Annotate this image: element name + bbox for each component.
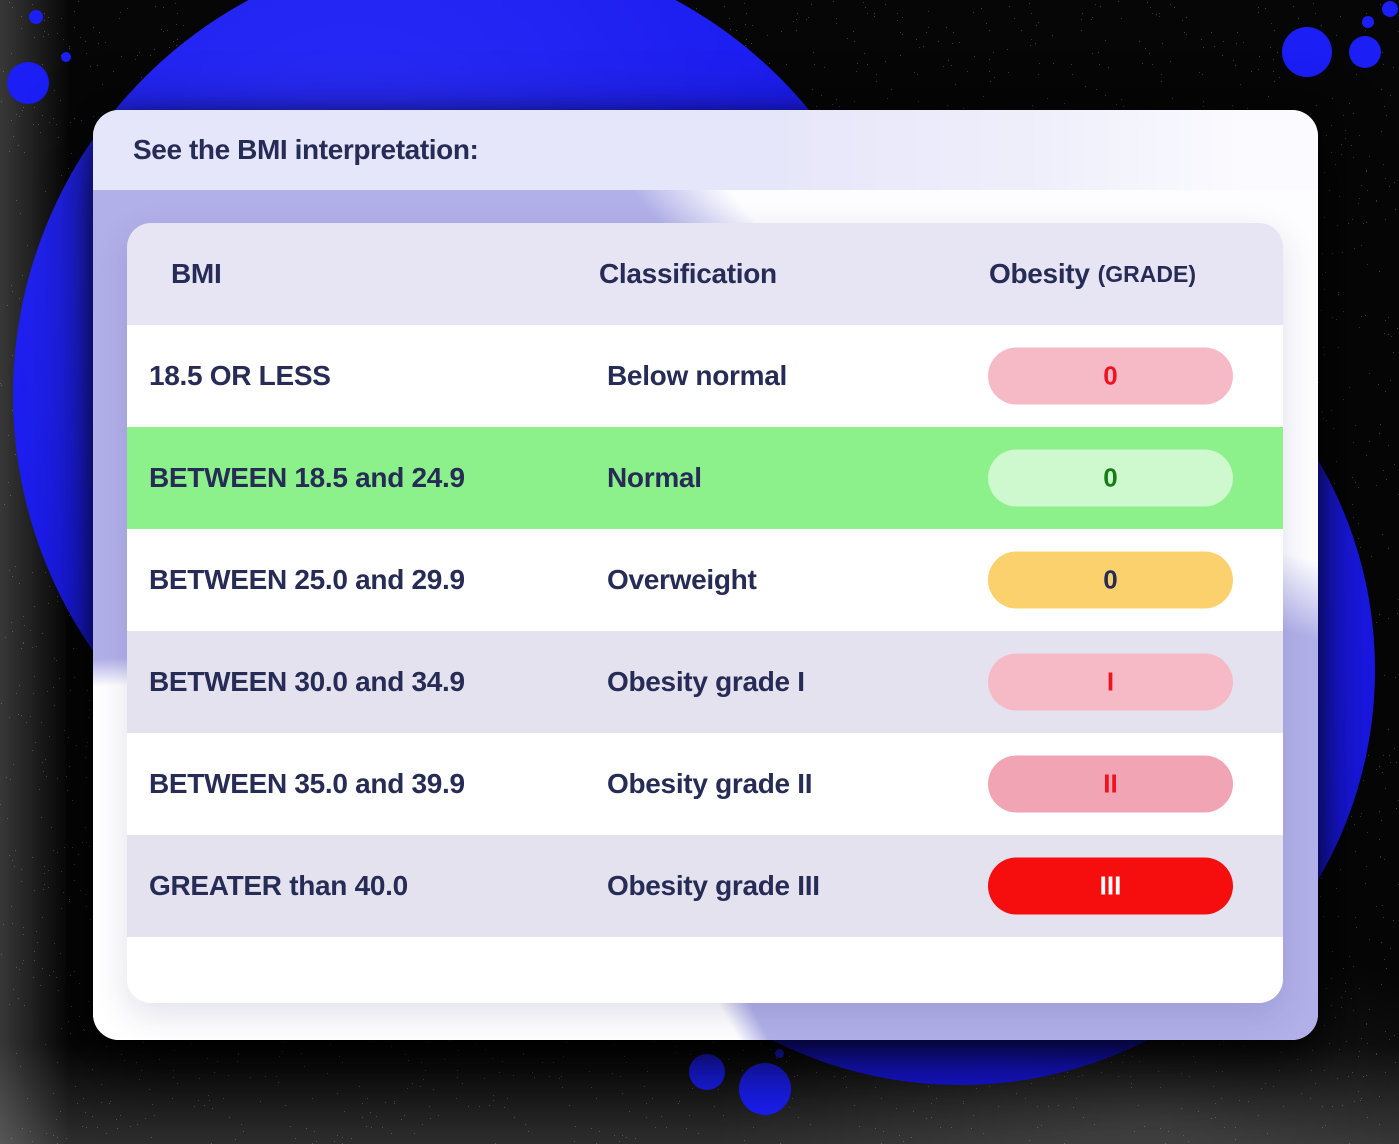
classification: Normal — [607, 462, 702, 493]
bmi-interpretation-card: See the BMI interpretation: BMI Classifi… — [93, 110, 1318, 1040]
bmi-range: BETWEEN 25.0 and 29.9 — [149, 564, 465, 595]
decorative-dot — [29, 10, 43, 24]
grade-badge: 0 — [988, 449, 1233, 507]
bmi-range: BETWEEN 30.0 and 34.9 — [149, 666, 465, 697]
classification: Obesity grade II — [607, 768, 813, 799]
table-header-row: BMI Classification Obesity (GRADE) — [127, 223, 1283, 325]
grade-badge: 0 — [988, 347, 1233, 405]
grade-suffix-label: (GRADE) — [1097, 260, 1196, 287]
decorative-dot — [739, 1063, 791, 1115]
card-title-band: See the BMI interpretation: — [93, 110, 1318, 190]
bmi-table: BMI Classification Obesity (GRADE) 18.5 … — [127, 223, 1283, 1003]
column-header-bmi: BMI — [171, 258, 222, 289]
bmi-range: GREATER than 40.0 — [149, 870, 408, 901]
decorative-dot — [689, 1054, 725, 1090]
table-row: BETWEEN 35.0 and 39.9 Obesity grade II II — [127, 733, 1283, 835]
table-footer-row — [127, 937, 1283, 1003]
decorative-dot — [1382, 1, 1398, 17]
bmi-range: 18.5 OR LESS — [149, 360, 331, 391]
table-row: GREATER than 40.0 Obesity grade III III — [127, 835, 1283, 937]
grade-badge: III — [988, 857, 1233, 915]
grade-badge: 0 — [988, 551, 1233, 609]
classification: Below normal — [607, 360, 787, 391]
table-row-selected: BETWEEN 18.5 and 24.9 Normal 0 — [127, 427, 1283, 529]
classification: Obesity grade III — [607, 870, 820, 901]
bmi-range: BETWEEN 18.5 and 24.9 — [149, 462, 465, 493]
table-row: 18.5 OR LESS Below normal 0 — [127, 325, 1283, 427]
table-row: BETWEEN 25.0 and 29.9 Overweight 0 — [127, 529, 1283, 631]
column-header-classification: Classification — [599, 258, 777, 289]
classification: Obesity grade I — [607, 666, 805, 697]
decorative-dot — [7, 62, 49, 104]
table-row: BETWEEN 30.0 and 34.9 Obesity grade I I — [127, 631, 1283, 733]
decorative-dot — [1282, 27, 1332, 77]
classification: Overweight — [607, 564, 757, 595]
decorative-dot — [1349, 36, 1381, 68]
decorative-dot — [61, 52, 71, 62]
bmi-range: BETWEEN 35.0 and 39.9 — [149, 768, 465, 799]
decorative-dot — [1362, 16, 1374, 28]
decorative-dot — [775, 1049, 784, 1058]
grade-badge: I — [988, 653, 1233, 711]
grade-badge: II — [988, 755, 1233, 813]
page-title: See the BMI interpretation: — [133, 134, 479, 165]
column-header-obesity-grade: Obesity (GRADE) — [989, 258, 1196, 289]
